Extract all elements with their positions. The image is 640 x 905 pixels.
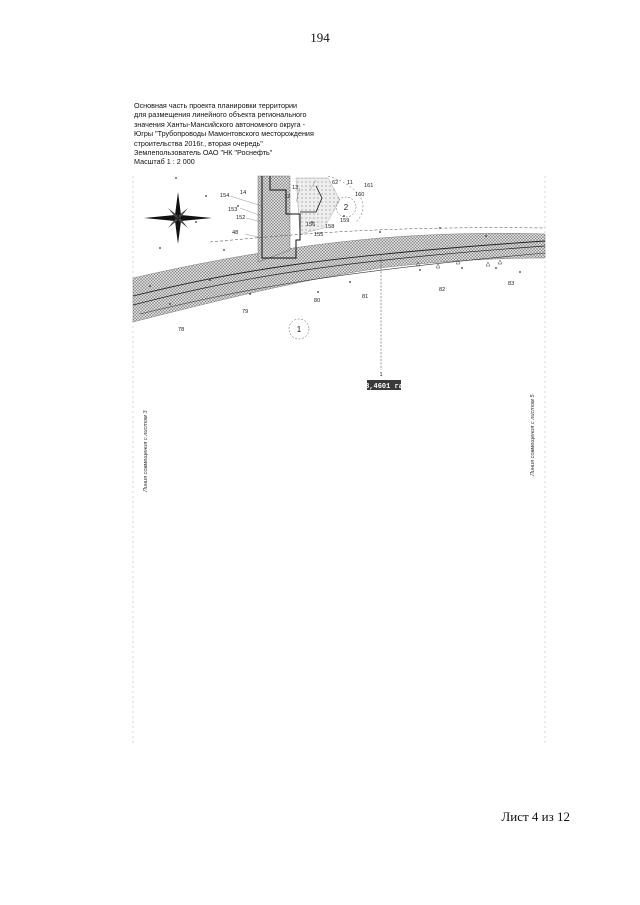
title-line: для размещения линейного объекта региона… — [134, 110, 307, 120]
point-label: 80 — [314, 298, 320, 304]
point-label: 156 — [306, 222, 315, 228]
land-user-line: Землепользователь ОАО "НК "Роснефть" — [134, 148, 273, 158]
title-line: Югры "Трубопроводы Мамонтовского месторо… — [134, 129, 314, 139]
point-label: 83 — [508, 281, 514, 287]
point-label: 78 — [178, 327, 184, 333]
road-strip — [257, 175, 291, 263]
sheet-label: Лист 4 из 12 — [501, 809, 570, 824]
compass-rose-icon — [144, 192, 212, 244]
pipeline-line — [132, 240, 546, 297]
zone-circle — [335, 196, 357, 218]
title-line: строительства 2016г., вторая очередь" — [134, 138, 263, 148]
pipeline-line — [132, 245, 546, 306]
point-label: 158 — [325, 224, 334, 230]
point-label: 81 — [362, 294, 368, 300]
matchline-label-right: Линия совмещения с листом 5 — [530, 394, 536, 477]
point-label: 11 — [347, 180, 353, 186]
page-number: 194 — [310, 30, 330, 45]
zone-circle — [288, 318, 310, 340]
area-number: 1 — [379, 372, 382, 378]
dotted-area — [295, 177, 341, 235]
site-outline — [300, 185, 323, 213]
point-label: 14 — [240, 190, 246, 196]
matchline-label-left: Линия совмещения с листом 3 — [143, 410, 149, 493]
point-label: 79 — [242, 309, 248, 315]
area-value: 8,4601 га — [365, 383, 404, 391]
site-outline — [261, 176, 301, 259]
point-label: 152 — [236, 215, 245, 221]
zone-number: 1 — [297, 325, 302, 334]
point-label: 62 — [332, 180, 338, 186]
boundary-line — [209, 227, 546, 243]
pipeline-corridor — [132, 233, 546, 323]
leader-lines — [229, 179, 317, 239]
title-line: Основная часть проекта планировки террит… — [134, 101, 297, 110]
point-label: 13 — [292, 185, 298, 191]
scale-line: Масштаб 1 : 2 000 — [134, 157, 195, 167]
area-value-box — [367, 380, 401, 390]
pipeline-line — [139, 252, 546, 315]
forest-symbols — [415, 259, 503, 269]
map-title-block: Основная часть проекта планировки террит… — [134, 101, 374, 167]
point-label: 160 — [355, 192, 364, 198]
zone-number: 2 — [344, 203, 349, 212]
point-label: 12 — [284, 194, 290, 200]
point-label: 161 — [364, 183, 373, 189]
point-label: 153 — [228, 207, 237, 213]
point-label: 82 — [439, 287, 445, 293]
title-line: значения Ханты-Мансийского автономного о… — [134, 119, 305, 129]
zone-boundary — [327, 175, 364, 223]
point-label: 155 — [314, 232, 323, 238]
point-label: 154 — [220, 193, 229, 199]
point-label: 159 — [340, 218, 349, 224]
point-label: 48 — [232, 230, 238, 236]
